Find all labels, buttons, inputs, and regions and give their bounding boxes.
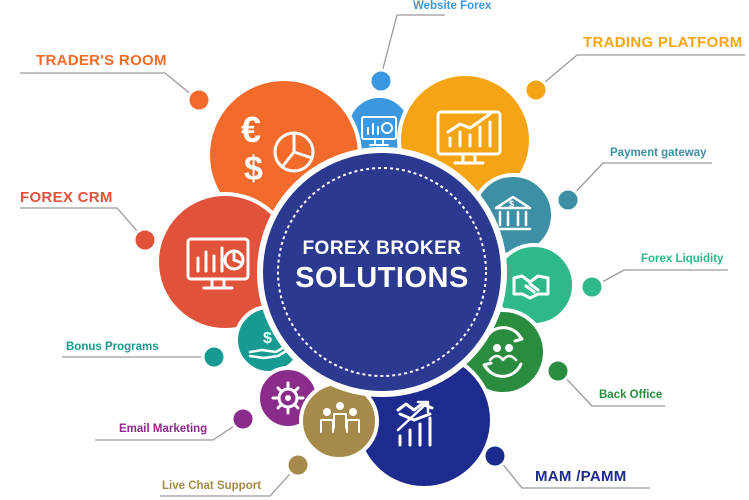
dot-email-marketing (230, 406, 256, 432)
svg-text:$: $ (263, 330, 272, 347)
svg-text:$: $ (244, 150, 263, 188)
connector-payment-gateway (569, 162, 712, 199)
monitor-bar-chart-icon (436, 110, 502, 165)
euro-dollar-pie-icon: € $ (241, 109, 315, 188)
dot-traders-room (186, 87, 212, 113)
dot-bonus-programs (201, 344, 227, 370)
connector-live-chat (160, 464, 299, 497)
handshake-icon (512, 274, 550, 300)
monitor-analytics-icon (186, 237, 250, 290)
label-trading-platform: TRADING PLATFORM (583, 34, 743, 51)
label-traders-room: TRADER'S ROOM (36, 52, 167, 69)
label-back-office: Back Office (599, 389, 663, 401)
connector-website-forex (379, 14, 445, 81)
label-payment-gateway: Payment gateway (610, 147, 707, 159)
handshake-growth-icon (396, 400, 434, 447)
center-title-line2: SOLUTIONS (295, 262, 469, 294)
svg-text:$: $ (509, 199, 514, 209)
connector-email-marketing (95, 419, 244, 441)
monitor-chart-dollar-icon (361, 116, 397, 146)
connector-mam-pamm (495, 455, 650, 489)
connector-forex-crm (20, 207, 146, 241)
dot-forex-crm (132, 227, 158, 253)
team-cycle-icon (482, 326, 524, 378)
bank-icon: $ (494, 195, 532, 231)
hand-dollar-icon: $ (248, 330, 290, 360)
support-team-icon (320, 402, 360, 433)
label-bonus-programs: Bonus Programs (66, 341, 159, 353)
dot-live-chat (285, 452, 311, 478)
connector-traders-room (20, 72, 199, 101)
center-title-line1: FOREX BROKER (302, 238, 462, 259)
gear-icon (271, 381, 305, 415)
dot-payment-gateway (555, 187, 581, 213)
label-forex-liquidity: Forex Liquidity (641, 253, 724, 265)
dot-website-forex (368, 68, 394, 94)
center-title: FOREX BROKER SOLUTIONS (272, 238, 492, 295)
dot-forex-liquidity (579, 274, 605, 300)
connector-forex-liquidity (592, 269, 728, 288)
connector-back-office (559, 371, 665, 407)
center-circle (257, 147, 507, 397)
label-live-chat-support: Live Chat Support (162, 480, 262, 492)
label-forex-crm: FOREX CRM (20, 189, 113, 206)
connector-trading-platform (537, 54, 745, 89)
label-website-forex: Website Forex (413, 0, 492, 12)
svg-text:€: € (241, 109, 261, 150)
dot-back-office (545, 358, 571, 384)
dot-trading-platform (523, 77, 549, 103)
label-mam-pamm: MAM /PAMM (535, 468, 627, 485)
label-email-marketing: Email Marketing (119, 423, 208, 435)
